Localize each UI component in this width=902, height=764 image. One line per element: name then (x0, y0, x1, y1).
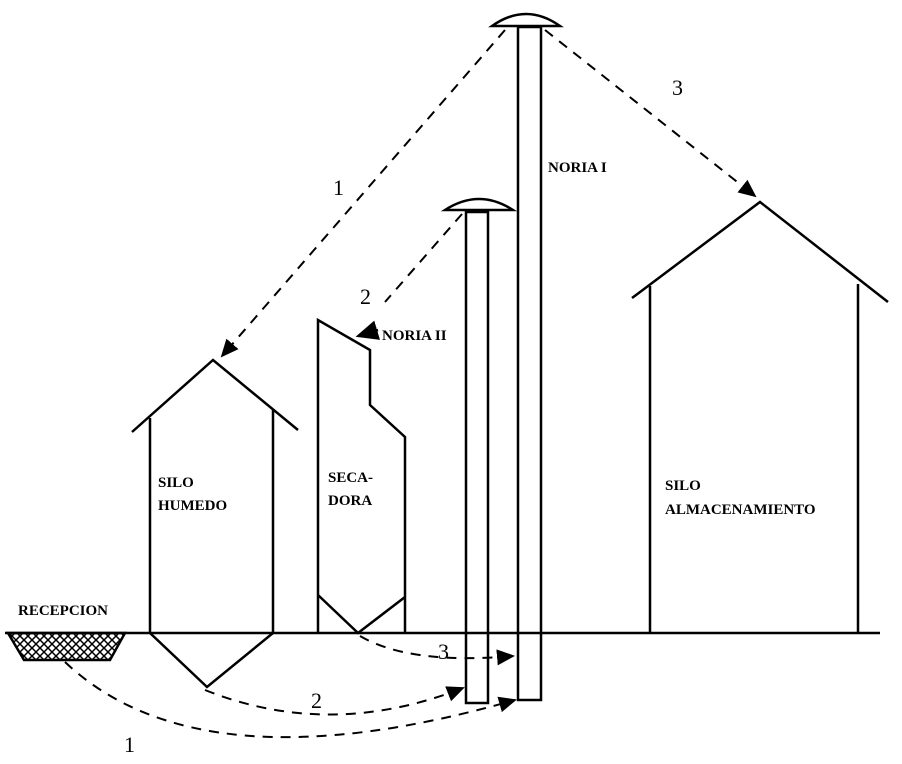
storage-silo-label-1: SILO (665, 478, 701, 494)
dryer-label-2: DORA (328, 493, 372, 509)
elevator-2-pointer (355, 320, 381, 340)
flow-number-bottom-2: 2 (311, 688, 322, 713)
flow-arrow-bottom-3 (359, 635, 515, 666)
elevator-1 (488, 12, 564, 702)
storage-silo (631, 200, 889, 633)
reception-label: RECEPCION (18, 603, 108, 619)
dryer-label-1: SECA- (328, 470, 373, 486)
elevator-2 (440, 197, 518, 705)
flow-number-bottom-3: 3 (438, 639, 449, 664)
flow-arrow-top-2 (384, 213, 463, 303)
flow-arrow-bottom-2 (204, 686, 465, 716)
wet-silo-label-2: HUMEDO (158, 498, 227, 514)
elevator-1-label: NORIA I (548, 160, 607, 176)
elevator-2-label: NORIA II (382, 328, 447, 344)
dryer (316, 317, 407, 635)
flow-number-top-2: 2 (360, 284, 371, 309)
wet-silo (131, 358, 299, 689)
flow-number-bottom-1: 1 (124, 732, 135, 757)
storage-silo-label-2: ALMACENAMIENTO (665, 502, 816, 518)
reception-pit (5, 631, 128, 662)
wet-silo-label-1: SILO (158, 475, 194, 491)
flow-number-top-3: 3 (672, 75, 683, 100)
flow-arrow-bottom-1 (64, 661, 517, 739)
flow-number-top-1: 1 (333, 175, 344, 200)
flow-arrow-top-3 (544, 29, 757, 198)
